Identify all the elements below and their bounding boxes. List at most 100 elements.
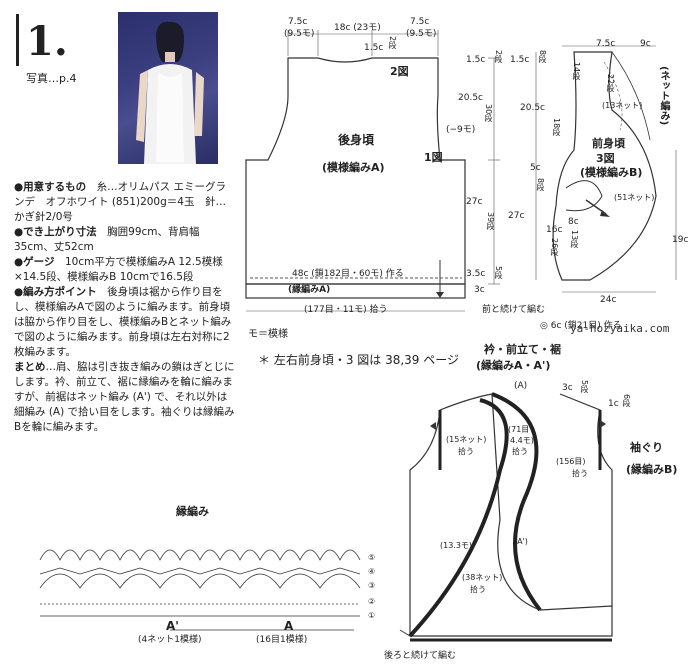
watermark: ya-hozyaika.com	[570, 322, 670, 335]
back-top-right-sub: (9.5モ)	[406, 29, 437, 39]
back-top-right: 7.5c	[410, 17, 430, 27]
front-net-count: (13ネット)	[602, 101, 643, 110]
edging-a-prime: (A')	[514, 537, 528, 546]
front-slope: 14段	[572, 62, 581, 81]
front-h5: 19c	[672, 235, 689, 245]
front-slope2: 22段	[606, 74, 615, 93]
back-side-note: (−9モ)	[446, 125, 476, 135]
row-4: ④	[368, 567, 376, 576]
front-title: 前身頃	[592, 137, 625, 150]
armhole-sub: (縁編みB)	[626, 463, 678, 476]
front-width: 24c	[600, 295, 617, 305]
front-h3: 27c	[508, 211, 525, 221]
edging-title: 衿・前立て・裾	[484, 343, 561, 356]
back-title: 後身頃	[338, 133, 375, 147]
back-top-mid: 18c (23モ)	[334, 23, 381, 33]
stitch-a-sub: (16目1模様)	[256, 635, 308, 645]
finishing: まとめ…肩、脇は引き抜き編みの鎖はぎとじにします。衿、前立て、裾に縁編みを輪に編…	[14, 361, 235, 433]
edging-m133: (13.3モ)	[440, 541, 473, 550]
stitch-a-prime-sub: (4ネット1模様)	[138, 635, 202, 645]
edging-net38: (38ネット)	[462, 573, 503, 582]
back-neck-rows: 2段	[388, 36, 397, 50]
back-edge-h: 3c	[474, 285, 485, 295]
stitch-a: A	[284, 619, 294, 633]
row-2: ②	[368, 597, 376, 606]
front-h1: 1.5c	[510, 55, 530, 65]
back-top-h: 1.5c	[466, 55, 486, 65]
back-pattern: (模様編みA)	[322, 161, 385, 174]
row-5: ⑤	[368, 553, 376, 562]
model-photo-image	[136, 21, 204, 164]
back-edging: (縁編みA)	[288, 285, 331, 295]
edging-a: (A)	[514, 381, 528, 391]
photo-reference: 写真…p.4	[26, 72, 77, 85]
edging-side-h: 1c	[608, 399, 619, 409]
front-h2: 20.5c	[520, 103, 545, 113]
front-top-b: 9c	[640, 39, 651, 49]
edging-pick156: (156目)	[556, 457, 586, 466]
back-top-left-sub: (9.5モ)	[284, 29, 315, 39]
edging-subtitle: (縁編みA・A')	[476, 359, 551, 372]
back-top-left: 7.5c	[288, 17, 308, 27]
back-left-h2-rows: 39段	[486, 212, 495, 231]
instructions: ●用意するもの 糸…オリムパス エミーグランデ オフホワイト (851)200g…	[14, 180, 236, 435]
front-make: ◎ 6c (鎖21目) 作る	[540, 321, 622, 331]
stitch-chart	[39, 549, 361, 631]
edging-pick71: (71目・	[508, 425, 538, 434]
front-h4: 16c	[546, 225, 563, 235]
edging-net15-b: 拾う	[458, 447, 474, 456]
back-foundation: 48c (鎖182目・60モ) 作る	[292, 269, 404, 279]
back-bottom-h-rows: 5段	[494, 266, 503, 280]
front-inner-a-rows: 8段	[536, 178, 545, 192]
fig2-label: 2図	[390, 65, 409, 78]
front-h2-rows: 18段	[552, 118, 561, 137]
front-band-left	[408, 398, 509, 638]
edging-net38-b: 拾う	[470, 585, 486, 594]
front-pattern: (模様編みB)	[580, 166, 643, 179]
edging-pick71-b: 4.4モ)	[510, 436, 534, 445]
back-left-h2: 27c	[466, 197, 483, 207]
edging-pick71-c: 拾う	[512, 447, 528, 456]
stitch-title: 縁編み	[176, 505, 209, 518]
back-neck-drop: 1.5c	[364, 43, 384, 53]
model-photo	[118, 12, 218, 164]
legend: モ＝模様	[248, 329, 288, 340]
front-net-label: (ネット編み)	[658, 66, 669, 126]
back-continue: 前と続けて編む	[482, 305, 546, 315]
fig3-label: 3図	[596, 152, 615, 165]
back-body-outline	[245, 57, 466, 285]
back-left-h1-rows: 30段	[484, 104, 493, 123]
edging-top-h: 3c	[562, 383, 573, 393]
armhole-label: 袖ぐり	[630, 441, 663, 454]
back-edging-band	[245, 283, 466, 299]
front-net51: (51ネット)	[614, 193, 655, 202]
edging-net15: (15ネット)	[446, 435, 487, 444]
front-band	[491, 392, 542, 612]
title-bar	[16, 14, 19, 66]
back-top-h-rows: 2段	[494, 50, 503, 64]
edging-side-rows: 6段	[622, 394, 631, 408]
back-pickup: (177目・11モ) 拾う	[304, 305, 388, 315]
note-pages: ＊ 左右前身頃・3 図は 38,39 ページ	[258, 353, 460, 367]
front-inner-a: 5c	[530, 163, 541, 173]
front-body-outline	[552, 51, 657, 281]
front-inner-b-rows: 13段	[570, 230, 579, 249]
edging-pick156-b: 拾う	[572, 469, 588, 478]
edging-continue: 後ろと続けて編む	[384, 651, 457, 661]
back-bottom-h: 3.5c	[466, 269, 486, 279]
finished-size: ●でき上がり寸法 胸囲99cm、背肩幅35cm、丈52cm	[14, 226, 200, 253]
knitting-points: ●編み方ポイント 後身頃は裾から作り目をし、模様編みAで図のように編みます。前身…	[14, 286, 232, 358]
row-3: ③	[368, 581, 376, 590]
front-h4-rows: 26段	[550, 238, 559, 257]
stitch-a-prime: A'	[166, 619, 179, 633]
back-left-h1: 20.5c	[458, 93, 483, 103]
front-inner-b: 8c	[568, 217, 579, 227]
front-top-a: 7.5c	[596, 39, 616, 49]
front-h1-rows: 8段	[538, 50, 547, 64]
row-1: ①	[368, 611, 376, 620]
pattern-number: 1.	[26, 18, 68, 65]
gauge: ●ゲージ 10cm平方で模様編みA 12.5模様×14.5段、模様編みB 10c…	[14, 256, 223, 283]
fig1-label: 1図	[424, 151, 443, 164]
edging-top-rows: 5段	[580, 380, 589, 394]
